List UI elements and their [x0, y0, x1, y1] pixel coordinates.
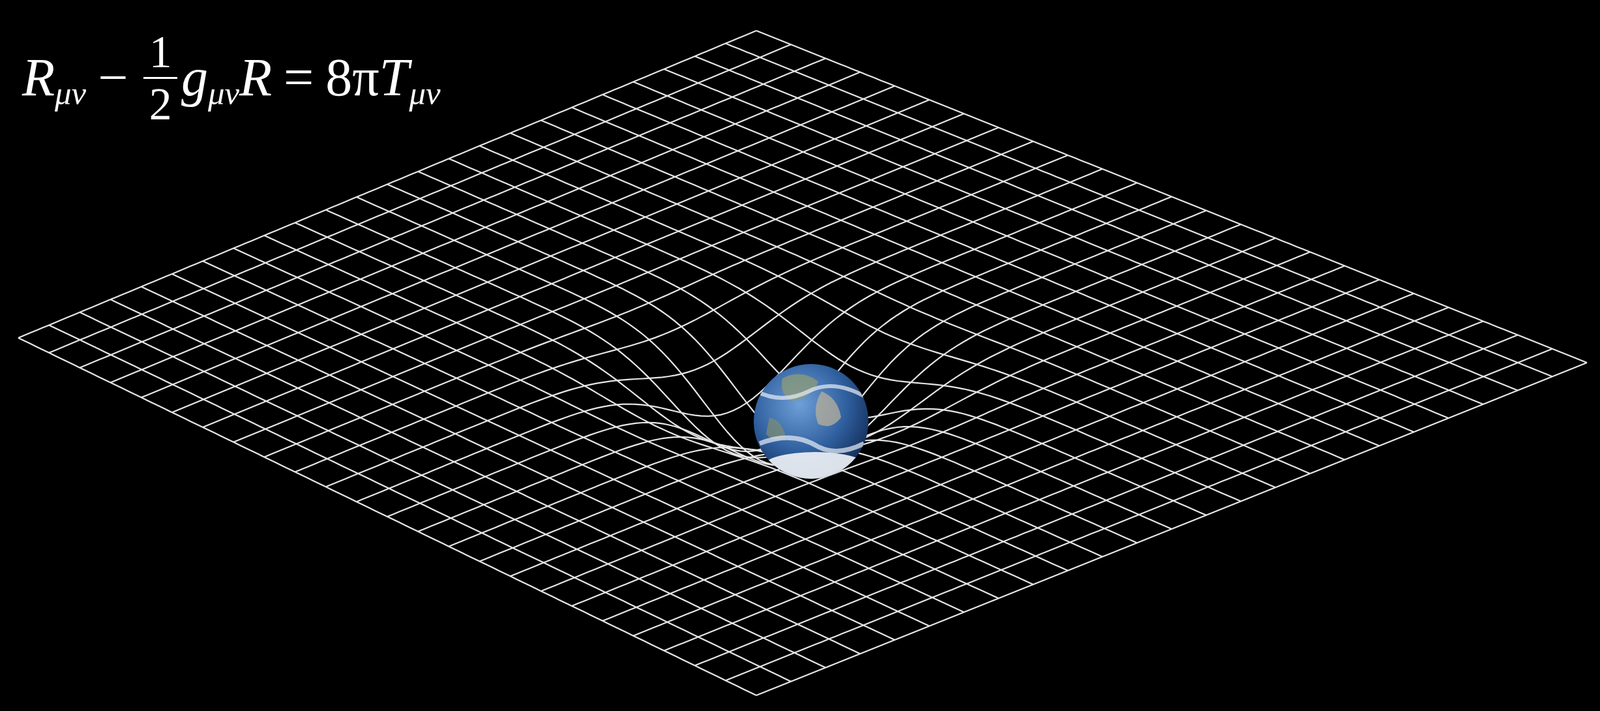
- grid-line: [295, 222, 1068, 570]
- numerator: 1: [149, 29, 173, 75]
- grid-line: [633, 307, 1449, 636]
- grid-line: [448, 224, 1241, 547]
- grid-line: [541, 119, 1346, 460]
- index-subscript: μν: [408, 74, 441, 112]
- grid-line: [18, 337, 757, 696]
- grid-line: [356, 196, 1138, 543]
- earth: [753, 363, 869, 481]
- grid-line: [233, 127, 999, 443]
- grid-line: [479, 146, 1276, 488]
- grid-line: [479, 237, 1276, 561]
- fraction: 12: [143, 29, 178, 127]
- grid-line: [295, 155, 1068, 473]
- minus-sign: −: [86, 47, 140, 107]
- grid-line: [510, 133, 1311, 474]
- grid-line: [725, 348, 1553, 681]
- grid-line: [48, 324, 791, 681]
- grid-line: [448, 158, 1241, 501]
- field-equation: Rμν−12gμνR=8πTμν: [22, 33, 441, 132]
- grid-line: [141, 286, 896, 641]
- scalar-curvature-symbol: R: [239, 47, 272, 107]
- grid-line: [325, 209, 1103, 557]
- grid-line: [233, 248, 999, 599]
- grid-line: [417, 171, 1207, 516]
- grid-line: [756, 362, 1587, 696]
- grid-line: [110, 299, 861, 654]
- metric-symbol: g: [181, 47, 208, 107]
- grid-line: [602, 293, 1414, 621]
- grid-line: [571, 279, 1380, 606]
- earth-surface: [756, 374, 868, 481]
- ricci-symbol: R: [22, 47, 55, 107]
- grid-line: [417, 210, 1207, 532]
- stress-energy-symbol: T: [379, 47, 410, 107]
- grid-line: [664, 320, 1484, 651]
- grid-line: [264, 235, 1033, 585]
- equals-sign: =: [271, 47, 326, 107]
- denominator: 2: [149, 81, 173, 128]
- spacetime-grid: [18, 30, 1587, 696]
- index-subscript: μν: [54, 74, 87, 112]
- grid-line: [541, 266, 1346, 592]
- coefficient: 8π: [325, 47, 379, 107]
- grid-line: [202, 260, 965, 612]
- index-subscript: μν: [207, 74, 240, 112]
- grid-line: [79, 312, 826, 668]
- grid-line: [510, 251, 1311, 576]
- grid-line: [172, 273, 930, 626]
- fraction-bar: [143, 76, 178, 79]
- grid-line: [695, 335, 1518, 666]
